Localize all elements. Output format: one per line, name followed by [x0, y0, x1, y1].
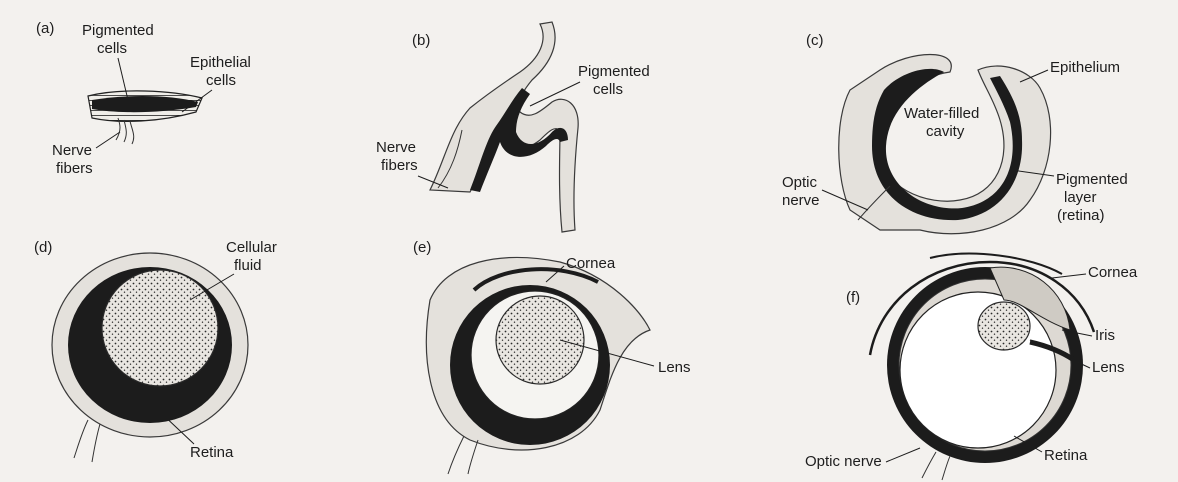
- label-nerve-fibers-b: Nerve fibers: [376, 139, 420, 174]
- label-optic-nerve-c: Optic nerve: [782, 174, 821, 209]
- panel-a: (a) Pigmented cells Epithelial cells Ner…: [36, 20, 255, 177]
- panel-b: (b) Pigmented cells Nerve fibers: [376, 22, 654, 232]
- label-pigmented-cells-b: Pigmented cells: [578, 63, 654, 98]
- panel-e: (e) Cornea Lens: [413, 239, 691, 474]
- panel-e-tag: (e): [413, 239, 431, 256]
- label-lens-e: Lens: [658, 359, 691, 376]
- label-iris-f: Iris: [1095, 327, 1115, 344]
- panel-a-tag: (a): [36, 20, 54, 37]
- label-cornea-f: Cornea: [1088, 264, 1138, 281]
- label-cellular-fluid: Cellular fluid: [226, 239, 281, 274]
- label-pigmented-cells-a: Pigmented cells: [82, 22, 158, 57]
- cup-eye-illustration-c: [839, 55, 1051, 234]
- eye-illustration-e: [426, 258, 650, 474]
- label-nerve-fibers-a: Nerve fibers: [52, 142, 96, 177]
- panel-f-tag: (f): [846, 289, 860, 306]
- label-pigmented-layer: Pigmented layer (retina): [1056, 171, 1132, 224]
- panel-c: (c) Water-filled cavity Epithelium Optic…: [782, 32, 1132, 234]
- panel-b-tag: (b): [412, 32, 430, 49]
- panel-c-tag: (c): [806, 32, 824, 49]
- label-epithelial-cells-a: Epithelial cells: [190, 54, 255, 89]
- panel-d-tag: (d): [34, 239, 52, 256]
- label-optic-nerve-f: Optic nerve: [805, 453, 882, 470]
- label-lens-f: Lens: [1092, 359, 1125, 376]
- label-retina-f: Retina: [1044, 447, 1088, 464]
- eyecup-illustration-b: [430, 22, 578, 232]
- label-retina-d: Retina: [190, 444, 234, 461]
- panel-f: (f) Cornea Iris Lens Optic nerve Retina: [805, 254, 1138, 480]
- label-epithelium: Epithelium: [1050, 59, 1120, 76]
- panel-d: (d) Cellular fluid Retina: [34, 239, 281, 462]
- label-cornea-e: Cornea: [566, 255, 616, 272]
- pigment-patch-illustration: [88, 91, 202, 144]
- label-water-filled-cavity: Water-filled cavity: [904, 105, 983, 140]
- eye-illustration-d: [52, 253, 248, 462]
